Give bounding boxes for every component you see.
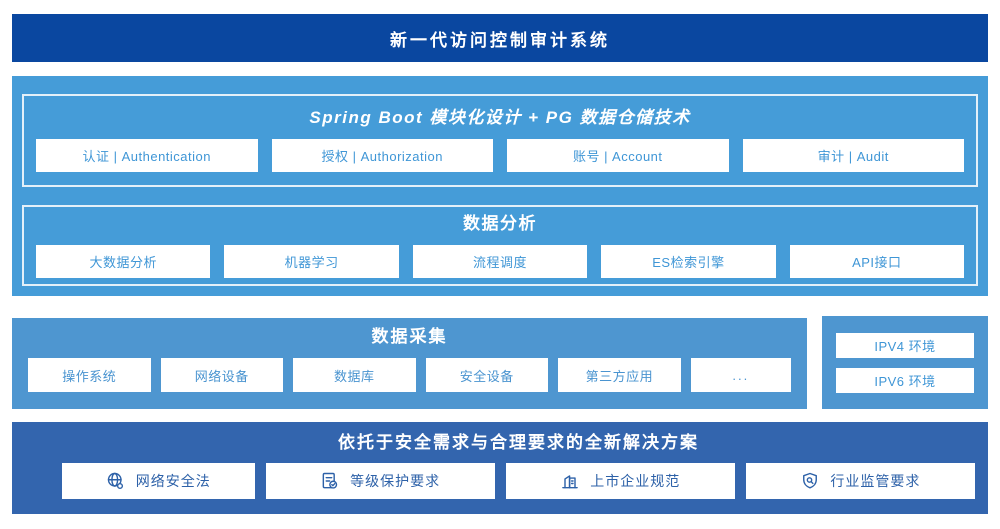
source-security-device: 安全设备 <box>425 358 549 392</box>
page-title: 新一代访问控制审计系统 <box>390 30 610 50</box>
source-thirdparty-app: 第三方应用 <box>558 358 681 392</box>
env-ipv4: IPV4 环境 <box>836 333 974 358</box>
platform-section: Spring Boot 模块化设计 + PG 数据仓储技术 认证 | Authe… <box>12 76 988 296</box>
solution-label: 行业监管要求 <box>830 473 921 489</box>
shield-search-icon <box>803 472 818 489</box>
module-bigdata-analysis: 大数据分析 <box>36 245 211 278</box>
module-workflow-scheduling: 流程调度 <box>412 245 588 278</box>
source-database: 数据库 <box>293 358 416 392</box>
collection-title: 数据采集 <box>371 327 448 346</box>
solution-cybersecurity-law: 网络安全法 <box>62 463 255 499</box>
analysis-module-row: 大数据分析 机器学习 流程调度 ES检索引擎 API接口 <box>36 245 965 278</box>
module-es-search-engine: ES检索引擎 <box>601 245 776 278</box>
solution-label: 上市企业规范 <box>590 473 681 489</box>
solution-classified-protection: 等级保护要求 <box>265 463 495 499</box>
collection-source-row: 操作系统 网络设备 数据库 安全设备 第三方应用 ... <box>28 358 792 392</box>
building-icon <box>562 475 579 489</box>
platform-group-springboot-title: Spring Boot 模块化设计 + PG 数据仓储技术 <box>309 108 691 127</box>
source-operating-system: 操作系统 <box>28 358 151 392</box>
module-authentication: 认证 | Authentication <box>36 139 258 172</box>
source-more-ellipsis: ... <box>690 358 792 392</box>
document-check-icon <box>322 472 338 489</box>
solution-title: 依托于安全需求与合理要求的全新解决方案 <box>338 433 699 452</box>
solution-row: 网络安全法 等级保护要求 上市企业规范 <box>62 463 976 499</box>
module-audit: 审计 | Audit <box>742 139 964 172</box>
globe-icon <box>107 472 123 490</box>
banner: 新一代访问控制审计系统 <box>12 14 988 62</box>
environment-box: IPV4 环境 IPV6 环境 <box>822 316 988 409</box>
solution-section: 依托于安全需求与合理要求的全新解决方案 网络安全法 <box>12 422 988 514</box>
module-api-interface: API接口 <box>789 245 965 278</box>
solution-label: 等级保护要求 <box>350 473 441 489</box>
solution-industry-regulation: 行业监管要求 <box>745 463 976 499</box>
env-ipv6: IPV6 环境 <box>836 368 974 393</box>
platform-group-springboot: Spring Boot 模块化设计 + PG 数据仓储技术 认证 | Authe… <box>22 94 978 187</box>
module-machine-learning: 机器学习 <box>224 245 399 278</box>
module-account: 账号 | Account <box>507 139 729 172</box>
module-authorization: 授权 | Authorization <box>271 139 493 172</box>
platform-group-analysis-title: 数据分析 <box>463 214 537 233</box>
solution-listed-company: 上市企业规范 <box>505 463 735 499</box>
collection-section: 数据采集 操作系统 网络设备 数据库 安全设备 第三方应用 ... <box>12 318 807 409</box>
source-network-device: 网络设备 <box>160 358 284 392</box>
solution-label: 网络安全法 <box>135 473 211 489</box>
springboot-module-row: 认证 | Authentication 授权 | Authorization 账… <box>36 139 964 172</box>
platform-group-analysis: 数据分析 大数据分析 机器学习 流程调度 ES检索引擎 API接口 <box>22 205 978 286</box>
